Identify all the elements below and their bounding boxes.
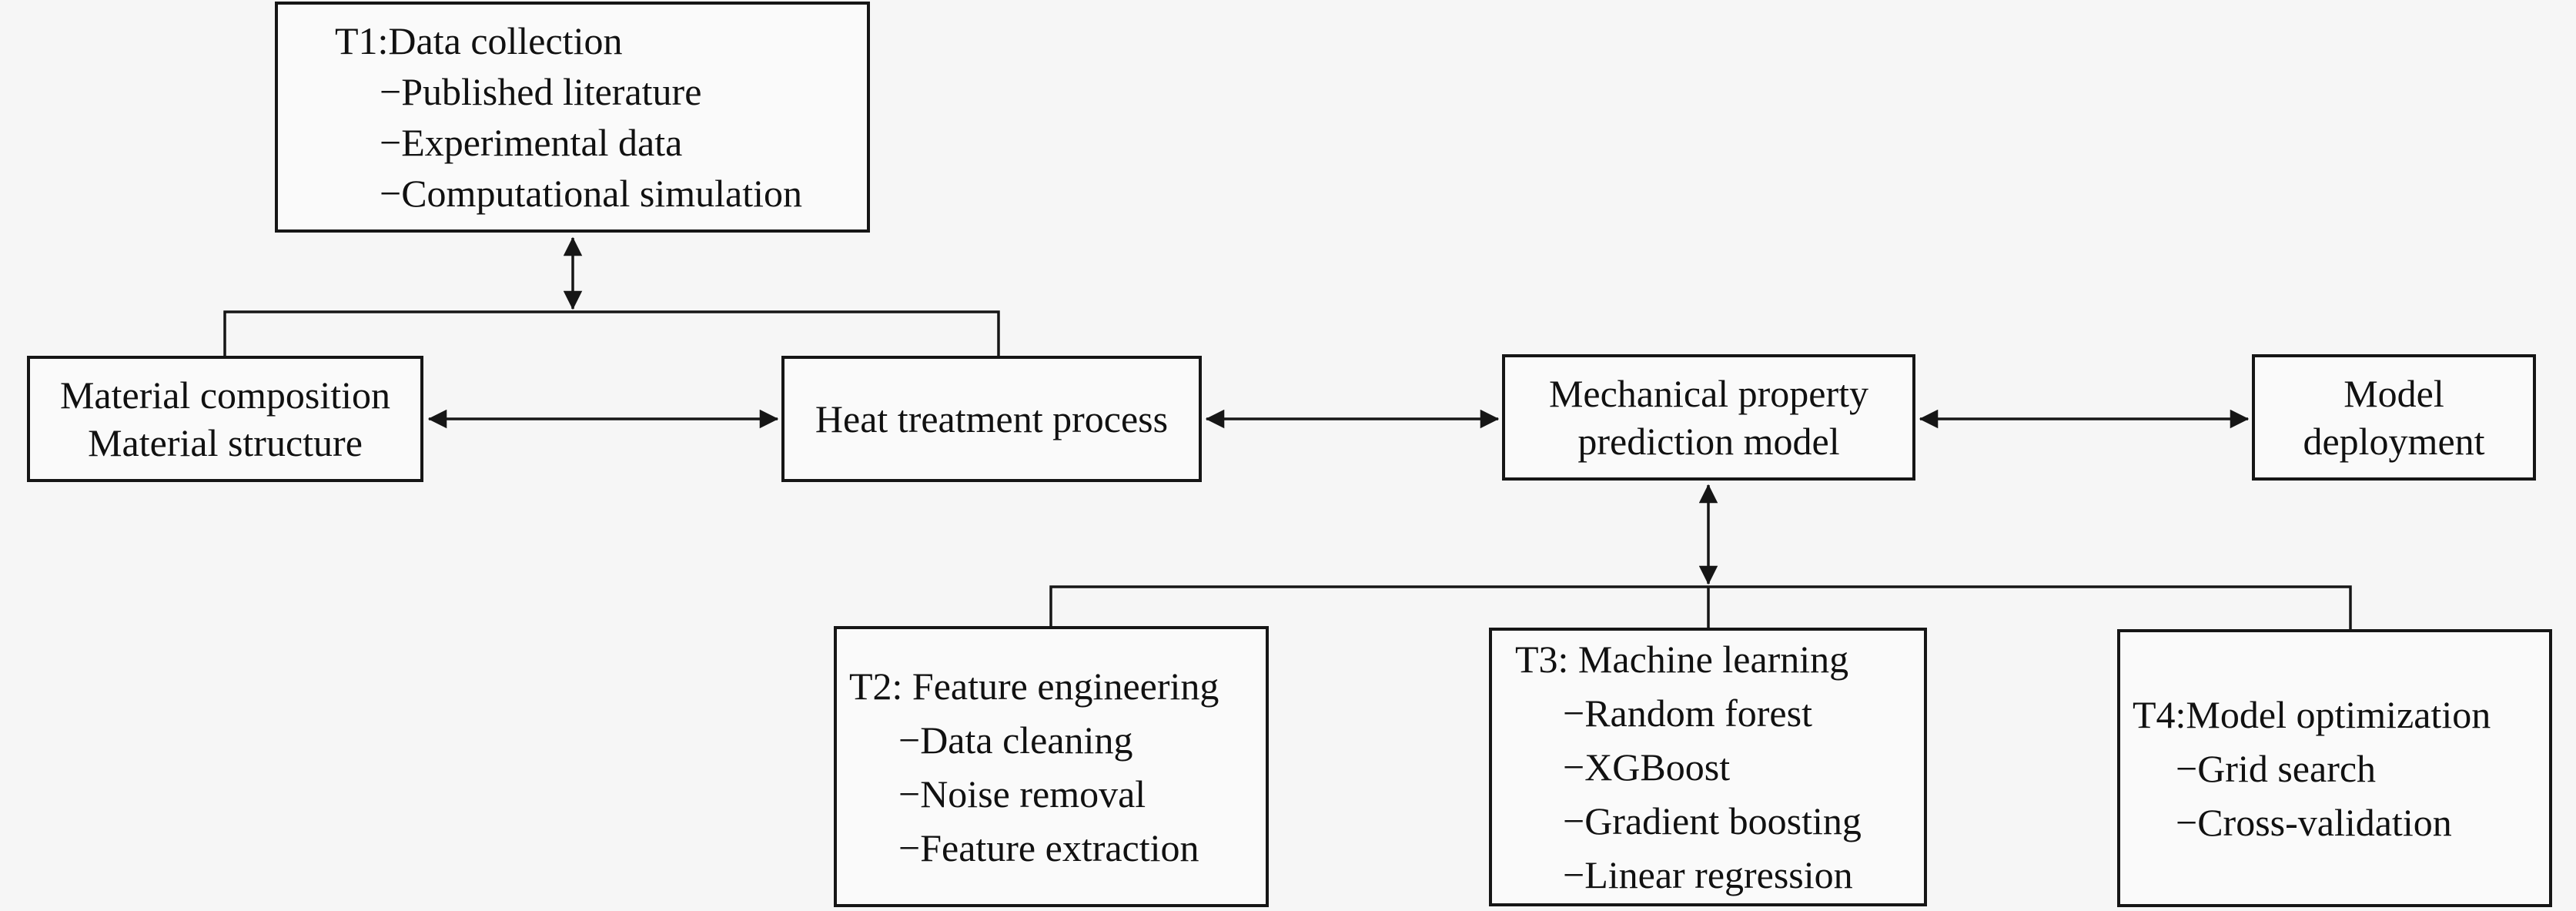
node-line: deployment	[2303, 420, 2485, 463]
node-item: −Noise removal	[898, 772, 1146, 816]
node-line: Material structure	[88, 421, 363, 464]
node-item: −Grid search	[2176, 746, 2377, 790]
node-line: Mechanical property	[1548, 372, 1869, 415]
node-item: −XGBoost	[1563, 745, 1731, 789]
node-item: −Computational simulation	[380, 172, 802, 215]
node-line: prediction model	[1577, 420, 1840, 463]
node-material-composition-structure: Material composition Material structure	[27, 356, 423, 482]
node-line: Material composition	[59, 373, 391, 417]
node-line: Heat treatment process	[815, 397, 1169, 440]
node-item: −Feature extraction	[898, 826, 1199, 869]
node-title: T3: Machine learning	[1515, 638, 1849, 681]
node-item: −Linear regression	[1563, 853, 1853, 896]
node-item: −Published literature	[380, 70, 702, 113]
node-line: Model	[2343, 372, 2444, 415]
node-mechanical-property-prediction-model: Mechanical property prediction model	[1502, 354, 1915, 481]
node-model-optimization: T4:Model optimization −Grid search −Cros…	[2117, 629, 2552, 907]
node-title: T2: Feature engineering	[849, 664, 1219, 708]
node-machine-learning: T3: Machine learning −Random forest −XGB…	[1489, 628, 1927, 906]
node-item: −Experimental data	[380, 121, 683, 164]
node-item: −Data cleaning	[898, 718, 1133, 762]
node-model-deployment: Model deployment	[2252, 354, 2536, 481]
node-item: −Gradient boosting	[1563, 799, 1862, 842]
connector-bracket-bottom	[1049, 585, 2352, 631]
node-title: T4:Model optimization	[2133, 692, 2491, 736]
node-title: T1:Data collection	[335, 19, 623, 62]
node-feature-engineering: T2: Feature engineering −Data cleaning −…	[834, 626, 1269, 907]
node-heat-treatment-process: Heat treatment process	[781, 356, 1202, 482]
node-item: −Cross-validation	[2176, 800, 2452, 844]
node-data-collection: T1:Data collection −Published literature…	[275, 2, 870, 233]
connector-bracket-top	[223, 310, 1000, 357]
node-item: −Random forest	[1563, 692, 1812, 735]
